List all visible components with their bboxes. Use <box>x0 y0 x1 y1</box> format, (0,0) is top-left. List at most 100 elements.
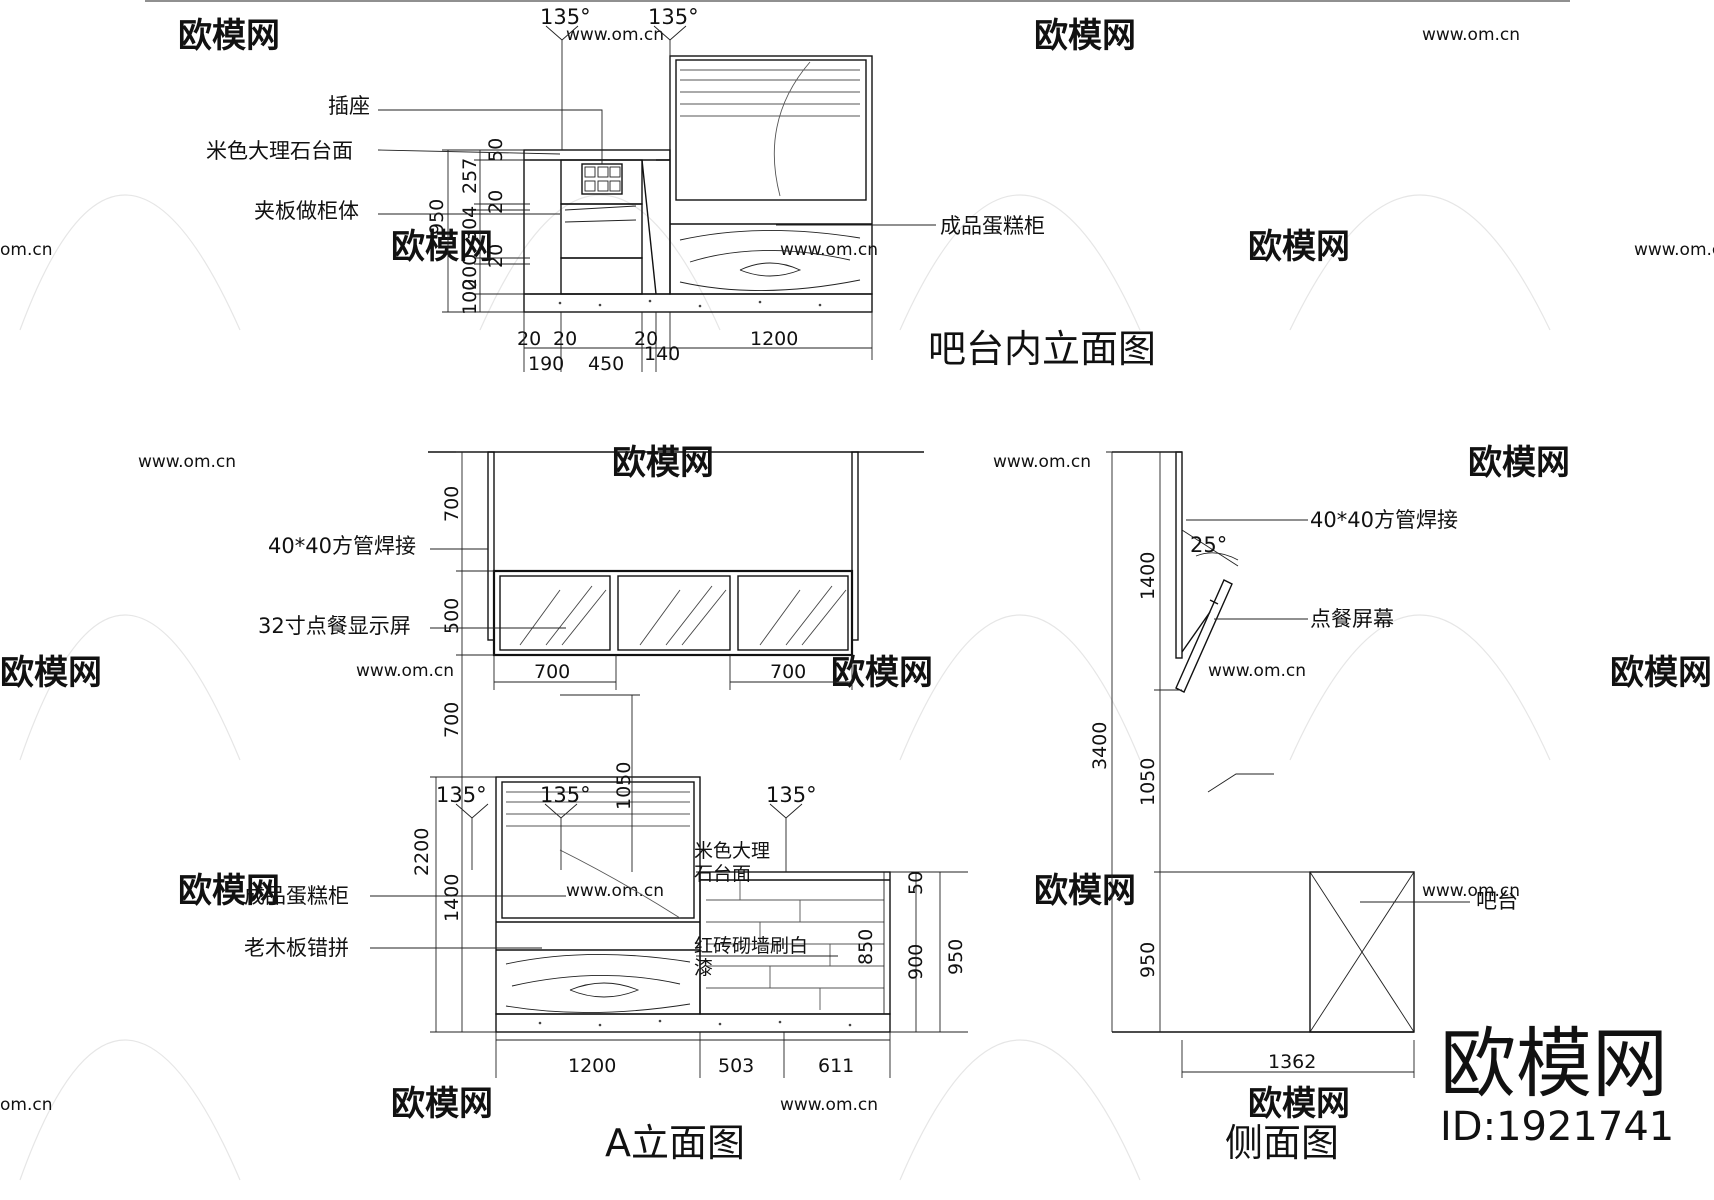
display-screen-2 <box>617 575 731 651</box>
watermark-brand: 欧模网 <box>391 227 493 267</box>
watermark-url: www.om.cn <box>1634 240 1714 260</box>
watermark-url: www.om.cn <box>1422 881 1520 901</box>
dim-950: 950 <box>1137 942 1159 978</box>
dim-304: 304 <box>459 206 481 242</box>
dim-700: 700 <box>534 661 570 683</box>
watermark-url: www.om.cn <box>993 452 1091 472</box>
dim-700: 700 <box>441 486 463 522</box>
dim-1200: 1200 <box>750 328 798 350</box>
angle-135: 135° <box>766 783 817 807</box>
dim-950: 950 <box>945 939 967 975</box>
watermark-brand: 欧模网 <box>831 653 933 693</box>
socket-panel <box>581 163 623 195</box>
watermark-url: www.om.cn <box>356 661 454 681</box>
label-screen: 点餐屏幕 <box>1310 607 1394 631</box>
label-display: 32寸点餐显示屏 <box>258 614 411 638</box>
label-cake-cabinet: 成品蛋糕柜 <box>244 884 349 908</box>
dim-20: 20 <box>553 328 577 350</box>
label-old-wood: 老木板错拼 <box>244 936 349 960</box>
watermark-url-short: om.cn <box>0 240 53 260</box>
dim-200: 200 <box>459 254 481 290</box>
dim-20: 20 <box>485 190 507 214</box>
title-a-elevation: A立面图 <box>605 1121 745 1165</box>
dim-1200: 1200 <box>568 1055 616 1077</box>
angle-135: 135° <box>540 783 591 807</box>
bar-interior-elevation: 950 50 257 20 304 20 200 100 20 20 20 19… <box>206 5 1156 375</box>
watermark-url-short: om.cn <box>0 1095 53 1115</box>
watermark-url: www.om.cn <box>566 881 664 901</box>
dim-2200: 2200 <box>411 828 433 876</box>
dim-20: 20 <box>517 328 541 350</box>
watermark-brand: 欧模网 <box>1248 227 1350 267</box>
label-plywood-cabinet: 夹板做柜体 <box>254 199 359 223</box>
watermark-brand: 欧模网 <box>1468 443 1570 483</box>
angle-25: 25° <box>1190 533 1227 557</box>
watermark-brand: 欧模网 <box>1610 653 1712 693</box>
side-elevation: 25° 3400 1400 1050 950 1362 40*40方管焊接 点餐… <box>1089 451 1518 1165</box>
floor-base <box>523 293 873 313</box>
watermark-brand: 欧模网 <box>1034 871 1136 911</box>
id-watermark-brand: 欧模网 <box>1440 1019 1668 1108</box>
dim-257: 257 <box>459 158 481 194</box>
label-cake-cabinet: 成品蛋糕柜 <box>940 214 1045 238</box>
dim-3400: 3400 <box>1089 722 1111 770</box>
watermark-brand: 欧模网 <box>612 443 714 483</box>
label-bar: 吧台 <box>1476 889 1518 913</box>
dim-900: 900 <box>905 944 927 980</box>
dim-1400: 1400 <box>441 874 463 922</box>
dim-20: 20 <box>485 244 507 268</box>
dim-190: 190 <box>528 353 564 375</box>
label-marble-top: 米色大理石台面 <box>206 139 353 163</box>
watermark-url: www.om.cn <box>780 240 878 260</box>
dim-100: 100 <box>459 279 481 315</box>
dim-950: 950 <box>426 199 448 235</box>
display-screen-3 <box>737 575 849 651</box>
label-socket: 插座 <box>328 94 370 118</box>
dim-50: 50 <box>485 138 507 162</box>
display-screen-1 <box>499 575 611 651</box>
angle-135: 135° <box>648 5 699 29</box>
square-tube-right <box>851 451 859 641</box>
watermark-url: www.om.cn <box>780 1095 878 1115</box>
watermark-url: www.om.cn <box>566 25 664 45</box>
label-square-tube: 40*40方管焊接 <box>268 534 416 558</box>
label-marble-top: 米色大理 <box>694 840 770 862</box>
dim-450: 450 <box>588 353 624 375</box>
watermark-brand: 欧模网 <box>0 653 102 693</box>
watermark-url: www.om.cn <box>1422 25 1520 45</box>
label-marble-top: 石台面 <box>694 863 751 885</box>
label-square-tube: 40*40方管焊接 <box>1310 508 1458 532</box>
dim-500: 500 <box>441 598 463 634</box>
angle-135: 135° <box>540 5 591 29</box>
dim-20: 20 <box>634 328 658 350</box>
square-tube <box>1175 451 1183 659</box>
dim-1050: 1050 <box>1137 758 1159 806</box>
section-mark <box>1207 773 1274 793</box>
a-elevation: 700 500 700 2200 1400 1050 50 850 900 95… <box>244 451 968 1165</box>
watermark-brand: 欧模网 <box>178 16 280 56</box>
id-watermark-text: ID:1921741 <box>1440 1104 1674 1150</box>
cake-cabinet-glass <box>675 59 867 201</box>
watermark-brand: 欧模网 <box>1034 16 1136 56</box>
dim-140: 140 <box>644 343 680 365</box>
dim-700: 700 <box>441 702 463 738</box>
dim-1362: 1362 <box>1268 1051 1316 1073</box>
watermark-brand: 欧模网 <box>1248 1084 1350 1124</box>
watermark-brand: 欧模网 <box>178 871 280 911</box>
title-bar-interior-elevation: 吧台内立面图 <box>928 327 1156 371</box>
leader-marble-top <box>377 149 561 155</box>
display-screen-frame <box>492 569 854 657</box>
cake-cabinet <box>669 55 873 295</box>
dim-611: 611 <box>818 1055 854 1077</box>
watermark-layer: 欧模网 欧模网 欧模网 欧模网 欧模网 欧模网 欧模网 欧模网 欧模网 欧模网 … <box>0 16 1714 1181</box>
floor-base <box>495 1013 891 1033</box>
watermark-url: www.om.cn <box>1208 661 1306 681</box>
square-tube-left <box>487 451 495 641</box>
label-brick-wall: 漆 <box>694 957 713 979</box>
dim-503: 503 <box>718 1055 754 1077</box>
dim-700: 700 <box>770 661 806 683</box>
watermark-url: www.om.cn <box>138 452 236 472</box>
order-screen <box>1175 579 1233 693</box>
title-side-elevation: 侧面图 <box>1225 1121 1339 1165</box>
